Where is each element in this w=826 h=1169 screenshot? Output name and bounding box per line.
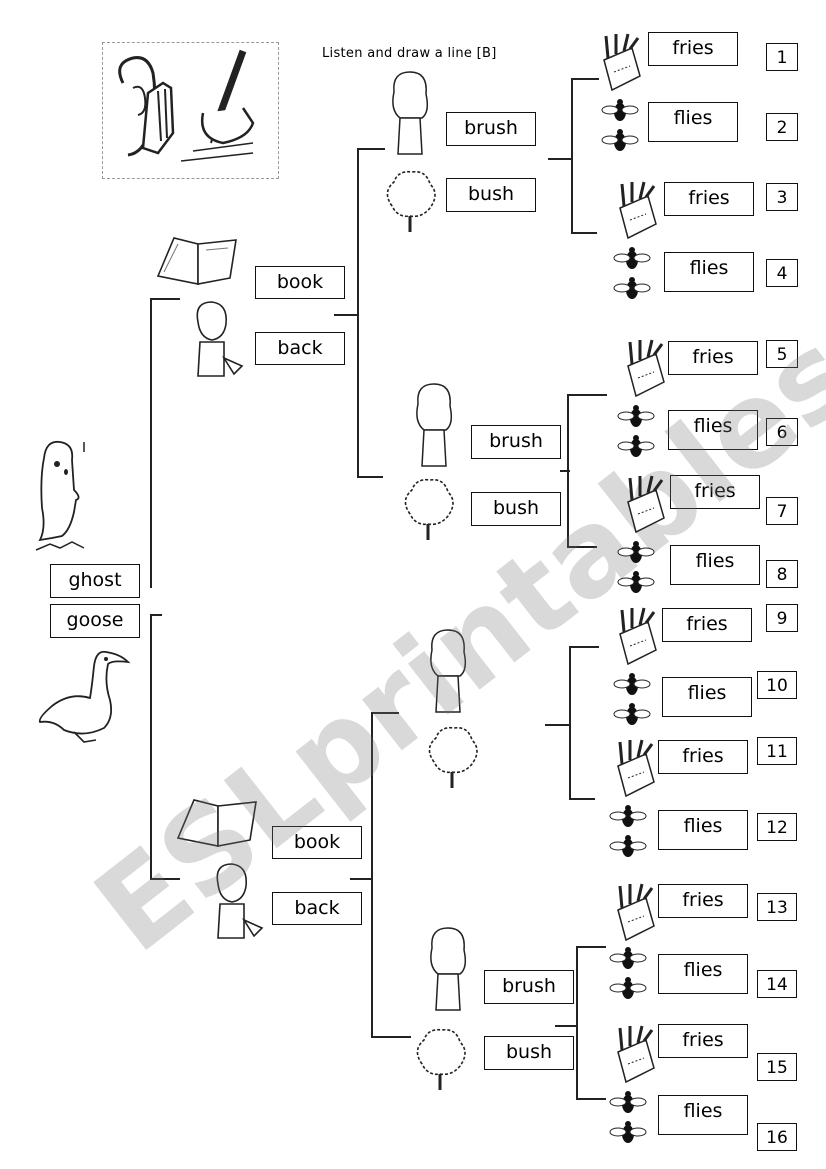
flies-icon — [613, 673, 651, 725]
flies-icon — [609, 947, 647, 999]
number-11: 11 — [757, 737, 797, 765]
word-flies-4[interactable]: flies — [664, 252, 754, 292]
number-6: 6 — [766, 418, 798, 446]
word-flies-6[interactable]: flies — [668, 410, 758, 450]
fries-icon — [627, 475, 665, 534]
flies-icon — [601, 99, 639, 151]
number-5: 5 — [766, 340, 798, 368]
flies-icon — [617, 405, 655, 457]
word-flies-12[interactable]: flies — [658, 810, 748, 850]
word-flies-10[interactable]: flies — [662, 677, 752, 717]
goose-icon — [38, 650, 131, 743]
boy-touching-back-icon — [196, 301, 244, 377]
number-1: 1 — [766, 43, 798, 71]
book-icon — [176, 799, 257, 847]
flies-icon — [617, 541, 655, 593]
number-14: 14 — [757, 970, 797, 998]
number-10: 10 — [757, 671, 797, 699]
fries-icon — [617, 739, 655, 798]
word-flies-16[interactable]: flies — [658, 1095, 748, 1135]
word-brush-3[interactable]: brush — [484, 970, 574, 1004]
number-2: 2 — [766, 113, 798, 141]
instruction-text: Listen and draw a line [B] — [322, 46, 497, 61]
word-brush-1[interactable]: brush — [446, 112, 536, 146]
word-fries-5[interactable]: fries — [668, 341, 758, 375]
fries-icon — [619, 181, 657, 240]
fries-icon — [603, 33, 641, 92]
fries-icon — [617, 883, 655, 942]
fries-icon — [617, 1025, 655, 1084]
word-fries-13[interactable]: fries — [658, 884, 748, 918]
bush-icon — [416, 1028, 466, 1090]
word-fries-9[interactable]: fries — [662, 608, 752, 642]
girl-brushing-hair-icon — [392, 71, 429, 155]
girl-brushing-hair-icon — [430, 629, 467, 713]
word-flies-8[interactable]: flies — [670, 545, 760, 585]
word-flies-2[interactable]: flies — [648, 102, 738, 142]
word-flies-14[interactable]: flies — [658, 954, 748, 994]
number-8: 8 — [766, 560, 798, 588]
girl-brushing-hair-icon — [416, 383, 453, 467]
ghost-icon — [35, 440, 85, 551]
bush-icon — [428, 726, 478, 788]
bush-icon — [386, 170, 436, 232]
number-12: 12 — [757, 813, 797, 841]
bush-icon — [404, 478, 454, 540]
word-back-1[interactable]: back — [255, 332, 345, 365]
number-15: 15 — [757, 1053, 797, 1081]
number-13: 13 — [757, 893, 797, 921]
word-bush-3[interactable]: bush — [484, 1036, 574, 1070]
listen-and-draw-icon — [102, 42, 279, 179]
number-3: 3 — [766, 183, 798, 211]
word-fries-1[interactable]: fries — [648, 32, 738, 66]
number-7: 7 — [766, 497, 798, 525]
word-fries-3[interactable]: fries — [664, 182, 754, 216]
book-icon — [156, 237, 237, 285]
word-fries-15[interactable]: fries — [658, 1024, 748, 1058]
flies-icon — [613, 247, 651, 299]
fries-icon — [619, 607, 657, 666]
word-book-2[interactable]: book — [272, 826, 362, 859]
word-fries-7[interactable]: fries — [670, 475, 760, 509]
number-9: 9 — [766, 604, 798, 632]
boy-touching-back-icon — [216, 863, 264, 939]
flies-icon — [609, 1091, 647, 1143]
word-bush-1[interactable]: bush — [446, 178, 536, 212]
flies-icon — [609, 805, 647, 857]
word-back-2[interactable]: back — [272, 892, 362, 925]
girl-brushing-hair-icon — [430, 927, 467, 1011]
word-book-1[interactable]: book — [255, 266, 345, 299]
word-brush-2[interactable]: brush — [471, 425, 561, 459]
word-ghost[interactable]: ghost — [50, 564, 140, 598]
word-fries-11[interactable]: fries — [658, 740, 748, 774]
fries-icon — [627, 339, 665, 398]
word-bush-2[interactable]: bush — [471, 492, 561, 526]
number-4: 4 — [766, 259, 798, 287]
word-goose[interactable]: goose — [50, 604, 140, 638]
number-16: 16 — [757, 1123, 797, 1151]
